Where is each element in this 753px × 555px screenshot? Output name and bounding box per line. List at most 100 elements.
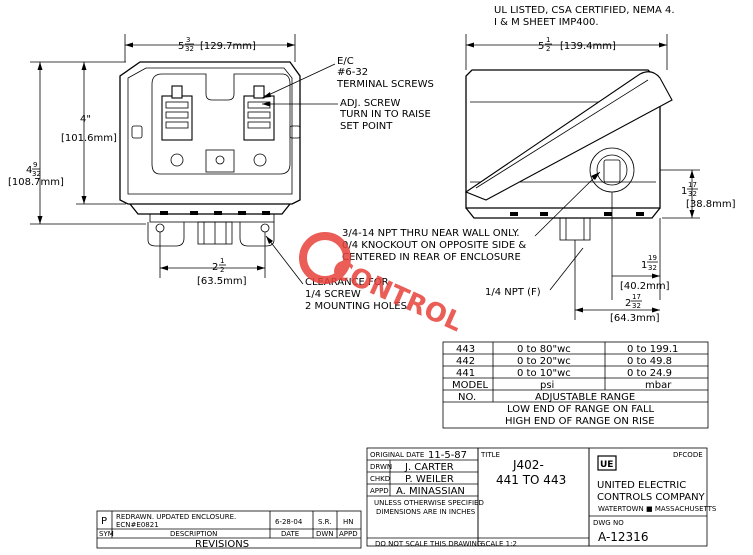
side-base-whole: 2	[625, 298, 631, 309]
revisions-footer: REVISIONS	[195, 539, 249, 550]
side-width-whole: 5	[538, 41, 544, 52]
callout-clear-3: 2 MOUNTING HOLES	[305, 301, 407, 312]
svg-text:HIGH END OF RANGE ON RISE: HIGH END OF RANGE ON RISE	[505, 416, 655, 427]
svg-text:17: 17	[688, 181, 697, 189]
svg-text:ORIGINAL DATE: ORIGINAL DATE	[370, 451, 424, 459]
svg-text:LOW END OF RANGE ON FALL: LOW END OF RANGE ON FALL	[507, 404, 655, 415]
front-height-inner: 4"	[80, 114, 91, 125]
svg-text:UE: UE	[600, 460, 613, 470]
front-height-inner-mm: [101.6mm]	[61, 133, 117, 144]
company-1: UNITED ELECTRIC	[597, 480, 686, 491]
chkd-name: P. WEILER	[405, 474, 454, 485]
svg-text:0 to 199.1: 0 to 199.1	[627, 344, 678, 355]
svg-text:HN: HN	[343, 518, 354, 526]
model-443: 443	[456, 344, 475, 355]
svg-text:TITLE: TITLE	[480, 451, 500, 459]
front-height-outer-mm: [108.7mm]	[8, 177, 64, 188]
side-right-mm: [38.8mm]	[686, 199, 736, 210]
svg-text:32: 32	[185, 45, 194, 53]
svg-text:32: 32	[32, 170, 41, 178]
callout-terminal-1: E/C	[337, 56, 354, 67]
callout-npt-2: 0/4 KNOCKOUT ON OPPOSITE SIDE &	[342, 240, 526, 251]
svg-text:17: 17	[632, 293, 641, 301]
title-1: J402-	[512, 458, 544, 472]
svg-text:19: 19	[648, 254, 657, 262]
svg-text:DFCODE: DFCODE	[673, 451, 703, 459]
front-width-mm: [129.7mm]	[200, 41, 256, 52]
no-scale: DO NOT SCALE THIS DRAWING	[375, 540, 482, 548]
svg-text:WATERTOWN ■ MASSACHUSETTS: WATERTOWN ■ MASSACHUSETTS	[598, 505, 717, 513]
side-port-mm: [40.2mm]	[620, 281, 670, 292]
original-date: 11-5-87	[428, 450, 467, 461]
side-base-mm: [64.3mm]	[610, 313, 660, 324]
front-height-outer-whole: 4	[26, 165, 32, 176]
svg-text:9: 9	[33, 161, 37, 169]
svg-text:1: 1	[220, 257, 224, 265]
company-2: CONTROLS COMPANY	[597, 492, 706, 503]
svg-text:32: 32	[632, 302, 641, 310]
revisions-block: P REDRAWN. UPDATED ENCLOSURE. ECN#E0821 …	[96, 510, 362, 550]
note-im: I & M SHEET IMP400.	[494, 17, 599, 28]
adjustable-range: ADJUSTABLE RANGE	[535, 392, 635, 403]
front-width-whole: 5	[178, 41, 184, 52]
svg-text:1: 1	[546, 36, 550, 44]
callout-adj-3: SET POINT	[340, 121, 393, 132]
appd-name: A. MINASSIAN	[396, 486, 465, 497]
side-width-mm: [139.4mm]	[560, 41, 616, 52]
mount-mm: [63.5mm]	[197, 276, 247, 287]
front-view: 5 3 32 [129.7mm]	[8, 34, 301, 287]
range-table: 443 0 to 80"wc 0 to 199.1 442 0 to 20"wc…	[442, 341, 709, 429]
svg-text:REDRAWN. UPDATED ENCLOSURE.: REDRAWN. UPDATED ENCLOSURE.	[116, 513, 236, 521]
svg-text:0 to 80"wc: 0 to 80"wc	[517, 344, 571, 355]
svg-text:0 to 20"wc: 0 to 20"wc	[517, 356, 571, 367]
callout-npt-1: 3/4-14 NPT THRU NEAR WALL ONLY.	[342, 228, 520, 239]
svg-text:0 to 10"wc: 0 to 10"wc	[517, 368, 571, 379]
mount-whole: 2	[212, 262, 218, 273]
svg-text:NO.: NO.	[458, 392, 476, 403]
svg-text:0 to 24.9: 0 to 24.9	[627, 368, 672, 379]
callout-adj-1: ADJ. SCREW	[340, 98, 400, 109]
rev-date: 6-28-04	[275, 518, 303, 526]
svg-text:2: 2	[220, 266, 224, 274]
svg-text:32: 32	[648, 264, 657, 272]
svg-text:APPD: APPD	[339, 530, 358, 538]
svg-text:DESCRIPTION: DESCRIPTION	[170, 530, 217, 538]
rev-symbol: P	[101, 516, 107, 527]
dwg-number: A-12316	[598, 530, 648, 544]
callout-npt-3: CENTERED IN REAR OF ENCLOSURE	[342, 252, 521, 263]
title-2: 441 TO 443	[496, 473, 566, 487]
model-442: 442	[456, 356, 475, 367]
callout-terminal-2: #6-32	[337, 67, 368, 78]
side-right-whole: 1	[681, 186, 687, 197]
svg-text:UNLESS OTHERWISE SPECIFIED: UNLESS OTHERWISE SPECIFIED	[374, 499, 484, 507]
drwn-name: J. CARTER	[404, 462, 454, 473]
svg-text:DATE: DATE	[281, 530, 299, 538]
ue-logo	[597, 455, 617, 471]
callout-clear-2: 1/4 SCREW	[305, 289, 361, 300]
svg-text:2: 2	[546, 45, 550, 53]
side-view: 5 1 2 [139.4mm] 1 17 32 [3	[464, 34, 736, 324]
svg-text:DIMENSIONS ARE IN INCHES: DIMENSIONS ARE IN INCHES	[376, 508, 476, 516]
svg-text:DWG NO: DWG NO	[593, 519, 624, 527]
scale: SCALE 1:2	[481, 540, 517, 548]
side-port-whole: 1	[641, 260, 647, 271]
svg-text:APPD: APPD	[370, 487, 389, 495]
svg-text:32: 32	[688, 190, 697, 198]
svg-text:DWN: DWN	[316, 530, 334, 538]
note-ul: UL LISTED, CSA CERTIFIED, NEMA 4.	[494, 5, 675, 16]
svg-text:psi: psi	[540, 380, 554, 391]
svg-text:0 to 49.8: 0 to 49.8	[627, 356, 672, 367]
title-block: ORIGINAL DATE 11-5-87 DRWN J. CARTER CHK…	[366, 447, 717, 548]
model-label: MODEL	[452, 380, 489, 391]
callout-adj-2: TURN IN TO RAISE	[339, 109, 431, 120]
svg-text:3: 3	[186, 36, 190, 44]
svg-text:S.R.: S.R.	[318, 518, 332, 526]
svg-text:mbar: mbar	[645, 380, 672, 391]
svg-text:SYM: SYM	[99, 530, 114, 538]
svg-text:DRWN: DRWN	[370, 463, 392, 471]
callout-clear-1: CLEARANCE FOR	[305, 277, 389, 288]
model-441: 441	[456, 368, 475, 379]
callout-terminal-3: TERMINAL SCREWS	[336, 79, 434, 90]
svg-text:ECN#E0821: ECN#E0821	[116, 521, 159, 529]
